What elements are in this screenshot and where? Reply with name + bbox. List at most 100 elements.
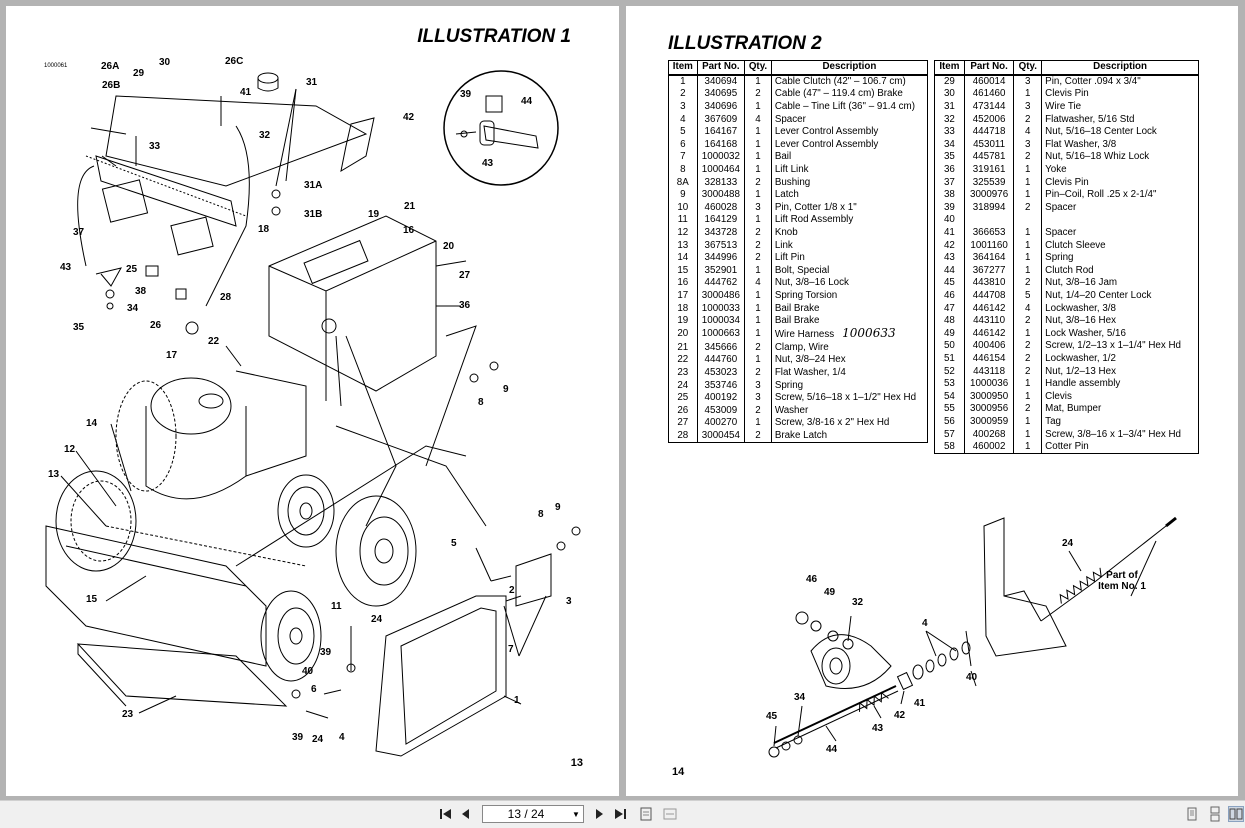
description-cell-text: Nut, 3/8–24 Hex [774,354,846,366]
callout: 26C [225,56,243,67]
part-number-cell-text: 340695 [704,88,738,100]
qty-cell-text: 3 [1025,101,1031,113]
description-cell: Clevis [1041,390,1199,404]
fit-width-button[interactable] [662,806,678,822]
item-cell-text: 1 [680,75,686,87]
part-number-cell-text: 443810 [972,277,1006,289]
callout: 33 [149,141,161,152]
part-number-cell-text: 1000464 [701,164,740,176]
callout: 34 [127,303,139,314]
description-cell-text: Flat Washer, 3/8 [1045,138,1117,150]
prev-page-button[interactable] [458,806,474,822]
page-selector[interactable]: 13 / 24 ▼ [482,805,584,823]
item-cell-text: 12 [677,227,689,239]
item-cell: 54 [934,390,965,404]
item-cell-text: 6 [680,138,686,150]
fit-page-button[interactable] [638,806,654,822]
callout: 39 [320,647,332,658]
facing-view-button[interactable] [1228,806,1244,822]
single-view-button[interactable] [1184,806,1200,822]
callout: 20 [443,241,455,252]
part-number-cell-text: 461460 [972,88,1006,100]
description-cell-text: Lockwasher, 1/2 [1045,352,1116,364]
item-cell-text: 24 [677,379,689,391]
description-cell: Nut, 1/4–20 Center Lock [1041,289,1199,303]
callout: 2 [509,585,515,596]
description-cell: Bail Brake [770,302,929,315]
item-cell: 38 [934,188,965,202]
description-cell-text: Spring Torsion [774,289,838,301]
continuous-view-button[interactable] [1207,806,1223,822]
part-number-cell: 400270 [696,417,746,430]
last-page-button[interactable] [612,806,628,822]
callout: 31 [306,77,318,88]
item-cell-text: 11 [677,214,688,226]
callout: 28 [220,292,232,303]
item-cell-text: 48 [943,315,955,327]
part-number-cell-text: 452006 [972,113,1006,125]
description-cell-text: Lever Control Assembly [774,138,879,150]
description-cell: Lift Rod Assembly [770,214,929,227]
qty-cell-text: 1 [755,315,761,327]
next-page-button[interactable] [591,806,607,822]
description-cell: Screw, 1/2–13 x 1–1/4" Hex Hd [1041,340,1199,353]
item-cell-text: 47 [943,302,955,314]
description-cell-text: Spring [774,379,804,391]
page-number: 14 [672,766,685,778]
item-cell-text: 57 [943,428,955,440]
part-number-cell-text: 318994 [972,201,1006,213]
qty-cell-text: 1 [1025,378,1031,390]
description-cell-text: Nut, 5/16–18 Center Lock [1045,126,1157,138]
part-number-cell-text: 328133 [704,176,738,188]
part-number-cell-text: 473144 [972,101,1006,113]
item-cell-text: 10 [677,201,689,213]
item-cell: 46 [934,289,965,303]
callout: Part of [1106,570,1138,581]
first-page-button[interactable] [438,806,454,822]
description-cell-text: Pin–Coil, Roll .25 x 2-1/4" [1045,189,1157,201]
part-number-cell: 1000032 [696,151,746,164]
qty-cell-text: 1 [1025,252,1031,264]
description-cell: Pin, Cotter 1/8 x 1" [770,201,929,215]
callout: 40 [302,666,314,677]
qty-cell-text: 1 [755,189,761,201]
callout: 40 [966,672,978,683]
description-cell: Lockwasher, 1/2 [1041,352,1199,366]
col-item-header: Item [934,59,965,76]
qty-cell-text: 2 [755,227,761,239]
qty-cell-text: 2 [1025,151,1031,163]
description-cell-text: Link [774,239,793,251]
item-cell: 40 [934,214,965,227]
item-cell-text: 38 [943,189,955,201]
description-cell: Lever Control Assembly [770,138,929,152]
qty-cell-text: 3 [1025,75,1031,87]
item-cell-text: 20 [677,328,689,340]
description-cell: Lift Link [770,163,929,177]
part-number-cell: 453009 [696,404,746,418]
description-cell: Spring [1041,251,1199,265]
item-cell-text: 27 [677,417,689,429]
callout: 7 [508,644,514,655]
callout: 34 [794,692,806,703]
item-cell-text: 53 [943,378,955,390]
description-cell: Spacer [770,113,929,126]
item-cell-text: 39 [943,201,955,213]
description-cell-text: Clamp, Wire [774,341,829,353]
item-cell-text: 14 [677,252,689,264]
qty-cell-text: 1 [755,138,761,150]
qty-cell-text: 4 [755,113,761,125]
callout: 42 [894,710,906,721]
item-cell-text: 4 [680,113,686,125]
description-cell-text: Knob [774,227,798,239]
